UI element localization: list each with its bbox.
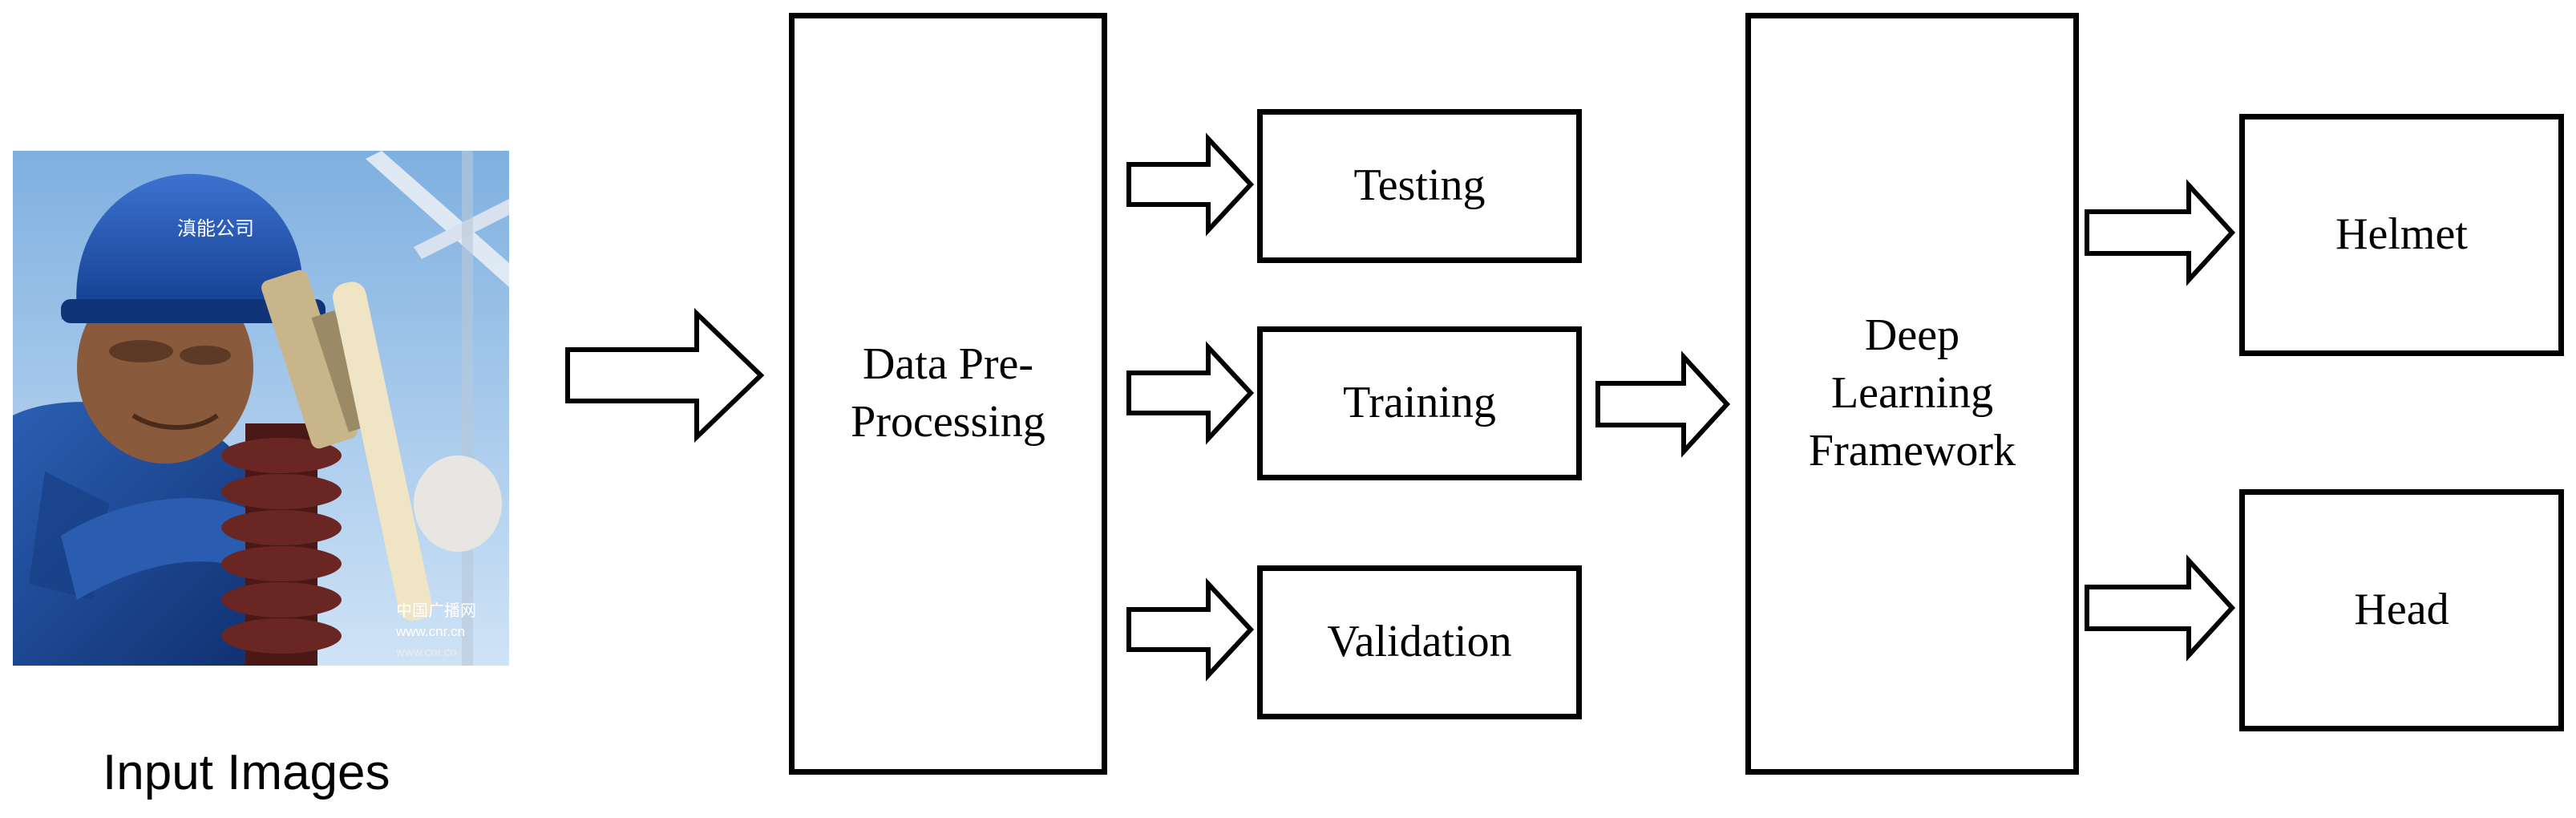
testing-label: Testing [1353, 160, 1486, 211]
watermark-line-1: 中国广播网 [396, 601, 476, 620]
validation-label: Validation [1327, 617, 1512, 667]
framework-line-1: Deep [1864, 310, 1960, 361]
head-box: Head [2239, 489, 2564, 731]
arrow-to-training [1126, 341, 1255, 445]
helmet-box: Helmet [2239, 114, 2564, 356]
data-preprocessing-box: Data Pre- Processing [789, 13, 1107, 775]
helmet-output-label: Helmet [2335, 209, 2468, 260]
arrow-to-head [2085, 554, 2236, 662]
watermark-line-2: www.cnr.cn [395, 624, 465, 639]
arrow-to-validation [1126, 577, 1255, 682]
input-image: 滇能公司 中国广播网 www.cnr.cn www.cnr.cn [13, 151, 509, 666]
head-output-label: Head [2354, 585, 2449, 635]
input-images-caption: Input Images [103, 745, 390, 800]
preprocessing-line-2: Processing [851, 397, 1045, 447]
training-label: Training [1343, 378, 1496, 428]
framework-line-3: Framework [1808, 425, 2016, 476]
arrow-to-helmet [2085, 179, 2236, 286]
watermark-line-3: www.cnr.cn [395, 646, 457, 659]
preprocessing-line-1: Data Pre- [862, 339, 1033, 390]
arrow-to-testing [1126, 132, 1255, 237]
arrow-to-framework [1595, 350, 1731, 458]
helmet-label: 滇能公司 [177, 218, 254, 240]
testing-box: Testing [1257, 109, 1582, 263]
framework-line-2: Learning [1830, 368, 1994, 419]
training-box: Training [1257, 326, 1582, 480]
deep-learning-framework-box: Deep Learning Framework [1745, 13, 2079, 775]
arrow-to-preprocessing [565, 307, 765, 443]
validation-box: Validation [1257, 565, 1582, 719]
